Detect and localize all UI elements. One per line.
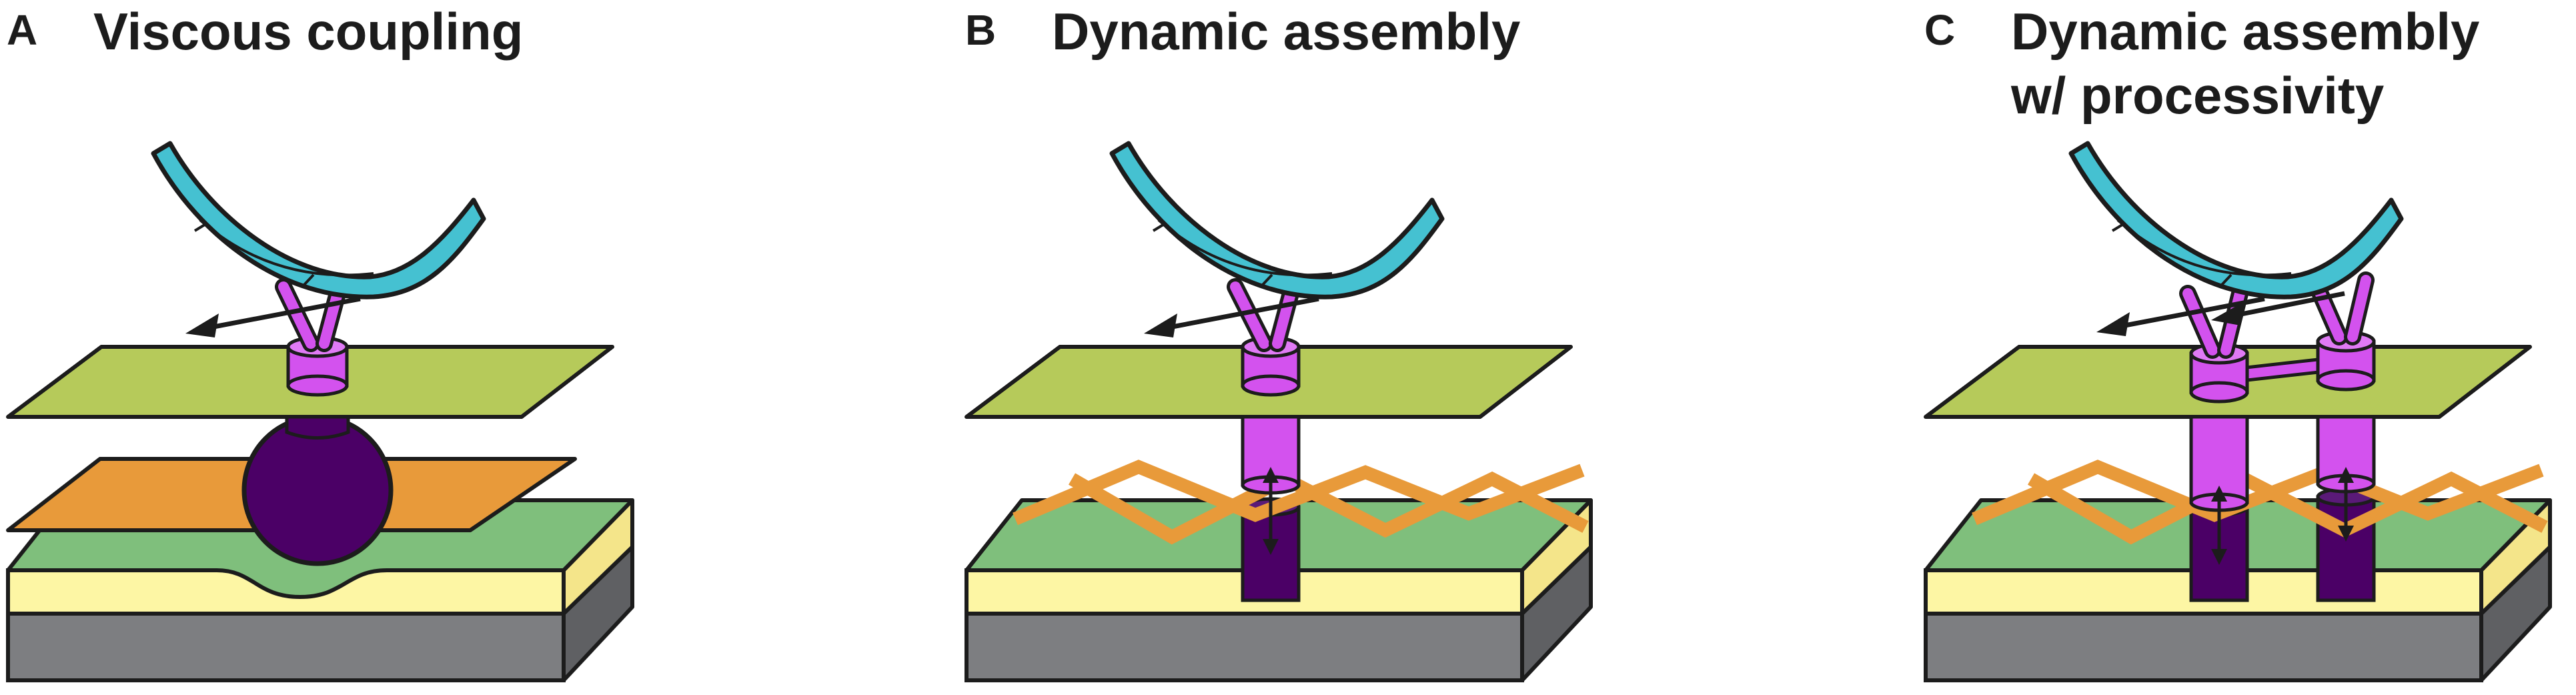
movement-arrow-right — [2230, 291, 2345, 319]
substrate-block — [964, 612, 1524, 682]
microtubule-segment-line — [1152, 222, 1273, 287]
coupler-arm-left-fill — [278, 281, 316, 349]
panel-a: A Viscous coupling — [0, 0, 858, 695]
panel-letter: A — [7, 6, 38, 54]
panel-title: Viscous coupling — [93, 2, 524, 61]
exchange-arrow-head-up — [1263, 467, 1279, 483]
coupler-base-left — [2189, 381, 2249, 404]
panel-title-line2: w/ processivity — [2011, 66, 2385, 125]
coupler-arm-right-b-fill — [2347, 275, 2371, 342]
coupler-arm-left-fill — [1230, 281, 1269, 349]
coupler-base-right — [2316, 369, 2376, 392]
dynamic-assembly-illustration — [964, 141, 1593, 682]
microtubule — [1109, 141, 1445, 299]
movement-arrow-head — [185, 313, 219, 337]
panel-title: Dynamic assembly — [2011, 2, 2480, 61]
coupler-arm-left-a-fill — [2182, 288, 2218, 356]
panel-b: B Dynamic assembly — [958, 0, 1817, 695]
microtubule-segment-line — [193, 222, 315, 287]
coupler-base — [286, 374, 349, 397]
panel-c: C Dynamic assembly w/ processivity — [1918, 0, 2576, 695]
exchange-arrow-head-down — [1263, 539, 1279, 555]
panel-title: Dynamic assembly — [1052, 2, 1521, 61]
microtubule-stripe — [199, 219, 374, 277]
viscous-coupling-illustration — [6, 141, 634, 682]
microtubule — [2068, 141, 2404, 299]
microtubule-stripe — [2116, 219, 2292, 277]
coupler-base — [1241, 374, 1301, 397]
exchange-arrow-right-head-up — [2338, 467, 2354, 483]
panel-letter: C — [1924, 6, 1956, 54]
movement-arrow — [206, 296, 361, 331]
microtubule-segment-line — [2111, 222, 2232, 287]
microtubule — [151, 141, 486, 299]
movement-arrow-left-head — [2096, 312, 2130, 336]
substrate-block — [6, 612, 566, 682]
processive-assembly-illustration — [1924, 141, 2552, 682]
exchange-arrow-left-head-up — [2211, 486, 2227, 502]
substrate-block — [1924, 612, 2483, 682]
microtubule-stripe — [1157, 219, 1333, 277]
exchange-arrow-left-head-down — [2211, 549, 2227, 565]
movement-arrow-head — [1144, 313, 1177, 337]
coupler-stalk — [285, 415, 350, 440]
orange-filament-network-lower — [2027, 471, 2548, 545]
movement-arrow-left — [2117, 296, 2265, 329]
movement-arrow — [1165, 296, 1319, 331]
coupler-linker-fill — [2233, 361, 2326, 380]
orange-filament-network-lower — [1068, 471, 1589, 545]
exchange-arrow-right-head-down — [2338, 526, 2354, 542]
panel-letter: B — [965, 6, 997, 54]
movement-arrow-right-head — [2211, 301, 2244, 325]
